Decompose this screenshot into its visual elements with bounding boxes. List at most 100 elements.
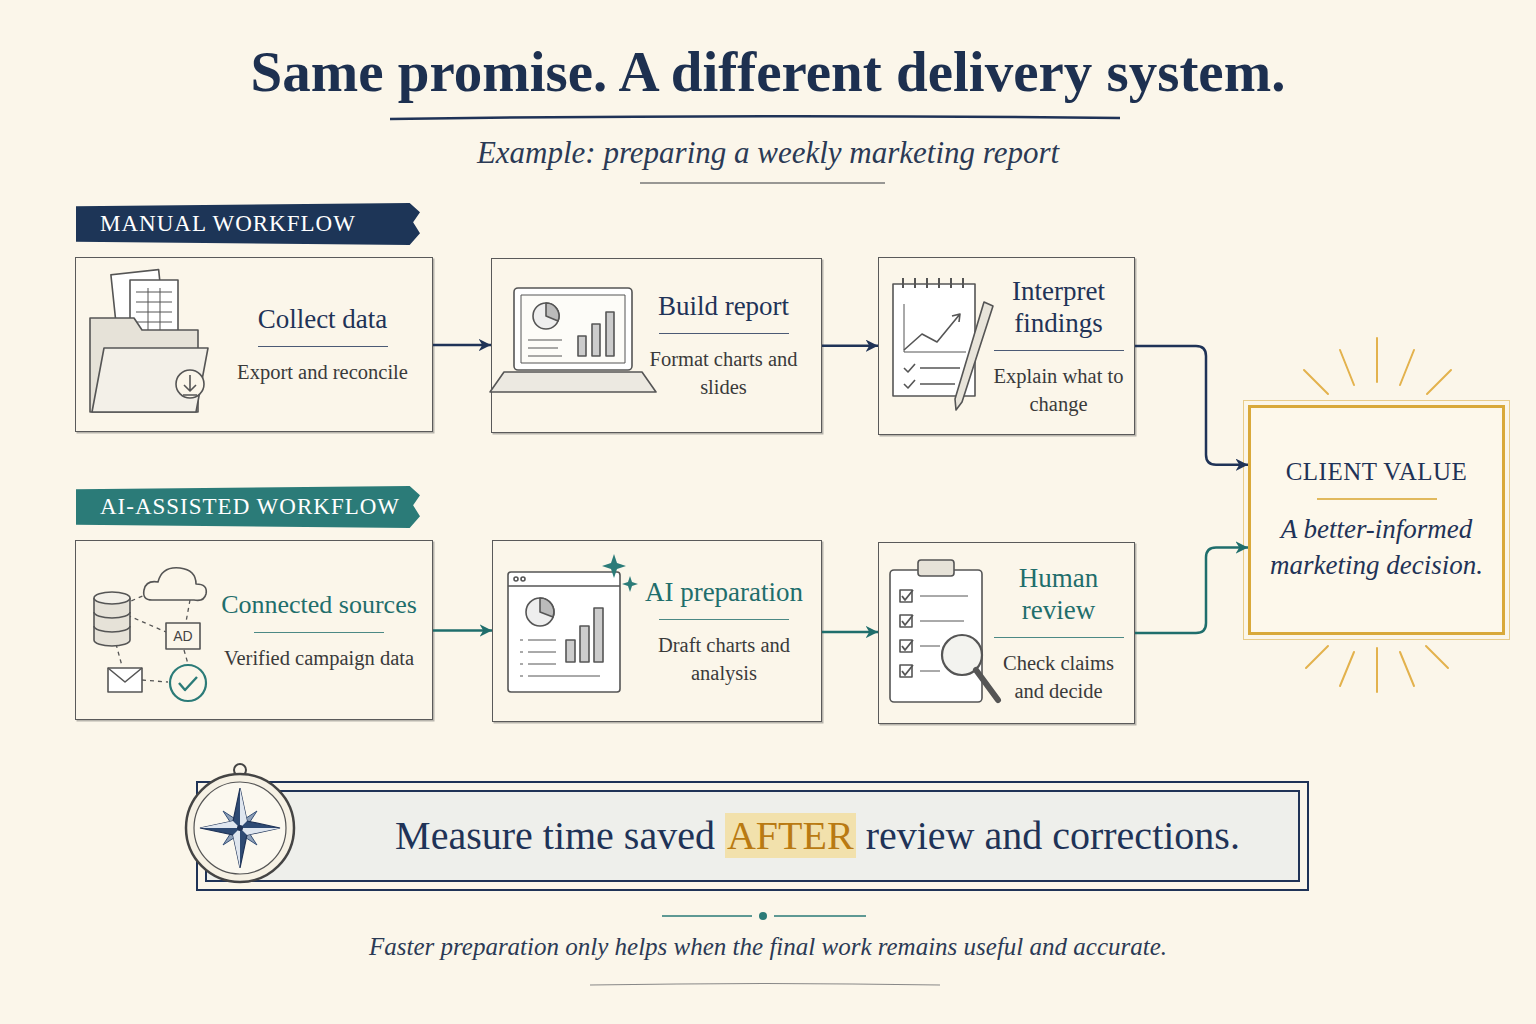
notepad-icon	[893, 278, 993, 410]
flow-arrow	[1135, 346, 1248, 465]
browser-window	[508, 572, 620, 692]
bar	[566, 640, 575, 662]
magnifier-lens	[942, 635, 982, 675]
divider-line	[994, 637, 1124, 638]
database-bands	[94, 612, 130, 632]
subtitle: Example: preparing a weekly marketing re…	[268, 133, 1268, 173]
notepad-page	[893, 284, 975, 396]
pie-chart	[526, 598, 554, 626]
check-lines	[904, 364, 960, 388]
browser-icon	[508, 554, 638, 692]
download-arrow	[183, 375, 197, 395]
divider-line	[994, 350, 1124, 351]
band-label: AI-ASSISTED WORKFLOW	[76, 486, 420, 528]
outcome-box: CLIENT VALUE A better-informed marketing …	[1248, 405, 1505, 635]
browser-dot	[521, 577, 525, 581]
caption-underline	[590, 984, 940, 986]
paper-sheet	[111, 270, 165, 337]
check-marks	[902, 590, 913, 675]
clipboard-icon	[890, 560, 998, 702]
diagram-caption: Faster preparation only helps when the f…	[0, 930, 1536, 964]
checkbox	[900, 640, 912, 652]
divider-line	[254, 632, 384, 633]
magnifier-handle	[976, 670, 998, 700]
browser-bar	[508, 585, 620, 587]
screen-inner	[521, 295, 625, 363]
flow-arrow	[433, 629, 492, 632]
box-body: Explain what to change	[991, 362, 1126, 418]
laptop-icon	[490, 288, 656, 392]
pen	[955, 302, 993, 410]
envelope-flap	[108, 668, 142, 682]
box-heading: Human review	[991, 562, 1126, 626]
box-heading: CLIENT VALUE	[1286, 457, 1468, 487]
clipboard-clip	[918, 560, 954, 576]
pie-slice	[540, 598, 554, 617]
top-rays	[1304, 338, 1451, 394]
box-body: Check claims and decide	[991, 649, 1126, 705]
callout-text: Measure time saved AFTER review and corr…	[395, 812, 1240, 860]
bar	[594, 608, 603, 662]
callout-box: Measure time saved AFTER review and corr…	[205, 790, 1300, 882]
chart-axes	[904, 304, 966, 352]
process-box: Collect dataExport and reconcile	[75, 257, 433, 432]
envelope	[108, 668, 142, 692]
sources-icon	[94, 568, 206, 701]
download-circle	[176, 370, 204, 398]
bottom-rays	[1306, 646, 1448, 692]
box-heading: Collect data	[258, 303, 388, 335]
checkbox	[900, 665, 912, 677]
folder-back	[90, 318, 198, 412]
divider-line	[258, 346, 388, 347]
divider-line	[662, 915, 866, 917]
ad-tag	[166, 623, 200, 649]
bar	[578, 336, 586, 356]
text-lines	[528, 340, 562, 356]
folder-icon	[90, 270, 208, 412]
pie-slice	[546, 303, 559, 321]
lane-band: MANUAL WORKFLOW	[76, 203, 420, 245]
text-lines	[520, 640, 600, 676]
diagram-title: Same promise. A different delivery syste…	[0, 36, 1536, 108]
box-body: Verified campaign data	[224, 644, 414, 672]
paper-sheet	[130, 280, 178, 342]
cloud	[144, 568, 207, 601]
laptop-base	[490, 372, 656, 392]
process-box: Build reportFormat charts and slides	[491, 258, 822, 433]
highlight-word: AFTER	[725, 813, 856, 858]
box-heading: Build report	[658, 290, 789, 322]
box-body: Draft charts and analysis	[635, 631, 813, 687]
title-underline	[390, 116, 1120, 119]
flow-arrow	[1135, 548, 1248, 633]
sparkle	[622, 576, 638, 592]
flow-arrow	[822, 345, 878, 348]
flow-arrow	[433, 344, 491, 347]
checkbox	[900, 590, 912, 602]
bar	[606, 312, 614, 356]
pie-chart	[533, 303, 559, 329]
database-body	[94, 598, 130, 646]
browser-dot	[514, 577, 518, 581]
lane-band: AI-ASSISTED WORKFLOW	[76, 486, 420, 528]
box-heading: Connected sources	[221, 589, 417, 621]
box-body: A better-informed marketing decision.	[1263, 511, 1490, 583]
sparkle	[602, 554, 626, 578]
process-box: Human reviewCheck claims and decide	[878, 542, 1135, 724]
laptop-screen	[514, 288, 632, 370]
list-lines	[920, 596, 968, 671]
divider-line	[659, 333, 789, 334]
bar	[580, 626, 589, 662]
process-box: Interpret findingsExplain what to change	[878, 257, 1135, 435]
box-heading: AI preparation	[645, 576, 803, 608]
process-box: AI preparationDraft charts and analysis	[492, 540, 822, 722]
flow-arrow	[822, 631, 878, 634]
check-circle	[170, 665, 206, 701]
sheet-grid	[136, 288, 172, 336]
folder-front	[92, 348, 208, 412]
check-mark	[179, 677, 197, 690]
process-box: Connected sourcesVerified campaign data	[75, 540, 433, 720]
box-body: Format charts and slides	[634, 345, 813, 401]
icon-tag: AD	[166, 623, 200, 649]
database-top	[94, 592, 130, 604]
